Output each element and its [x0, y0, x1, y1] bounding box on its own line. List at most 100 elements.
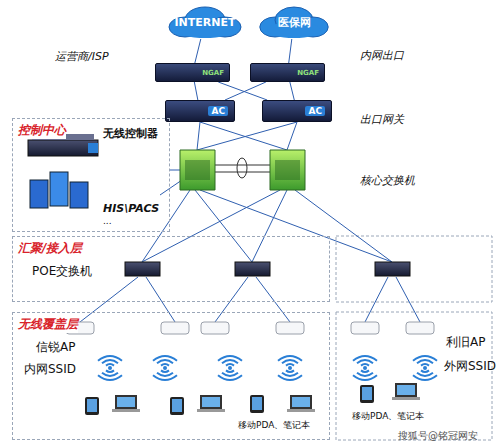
illustration-part — [336, 236, 492, 302]
illustration-part — [200, 190, 392, 262]
device-label: 信锐AP — [36, 339, 75, 356]
illustration-part — [125, 262, 410, 276]
wifi-wave — [361, 370, 369, 372]
connector — [289, 39, 292, 63]
tablet-screen — [362, 387, 372, 400]
firewall-device: NGAF — [250, 63, 325, 82]
illustration-part — [195, 190, 252, 262]
laptop-screen — [397, 385, 415, 395]
device-label: 利旧AP — [446, 334, 485, 351]
illustration-part — [66, 322, 434, 334]
node-label: NGAF — [202, 69, 224, 77]
device-label: ... — [103, 216, 112, 226]
illustration-part — [125, 262, 160, 276]
laptop-base — [287, 409, 315, 412]
gateway-device: AC — [165, 100, 235, 122]
illustration-part — [237, 158, 247, 178]
cloud-body — [260, 7, 328, 38]
laptop-base — [112, 409, 140, 412]
wifi-wave — [102, 360, 118, 363]
wifi-wave — [413, 375, 437, 380]
side-label: 内网出口 — [360, 48, 404, 63]
illustration-part — [365, 277, 388, 322]
laptop-lid — [115, 395, 137, 409]
tablet-screen — [252, 397, 262, 410]
wifi-wave — [417, 360, 433, 363]
illustration-part — [215, 277, 248, 322]
illustration-part — [295, 190, 392, 262]
wifi-wave — [286, 370, 294, 372]
illustration-part — [351, 322, 379, 334]
illustration-part — [215, 172, 270, 173]
gateway-device: AC — [262, 100, 332, 122]
illustration-part — [235, 262, 270, 276]
wifi-wave — [102, 373, 118, 376]
wifi-wave — [157, 360, 173, 363]
illustration-part — [170, 170, 180, 171]
node-label: NGAF — [297, 69, 319, 77]
connector — [290, 82, 294, 100]
illustration-part — [180, 150, 215, 190]
illustration-part — [201, 322, 229, 334]
illustration-part — [197, 122, 297, 150]
node-label: AC — [208, 106, 228, 116]
laptop-screen — [117, 397, 135, 407]
wifi-wave — [222, 373, 238, 376]
wifi-dot — [228, 366, 232, 370]
wifi-wave — [226, 364, 234, 366]
device-label: HIS\PACS — [103, 202, 159, 215]
illustration-part — [85, 383, 420, 415]
laptop-lid — [395, 383, 417, 397]
wifi-wave — [98, 356, 122, 361]
illustration-part — [336, 312, 492, 440]
wifi-wave — [161, 364, 169, 366]
wifi-wave — [161, 370, 169, 372]
illustration-part — [50, 172, 68, 206]
cloud: 医保网 — [256, 5, 332, 39]
wifi-wave — [153, 375, 177, 380]
connector — [225, 82, 266, 100]
wifi-wave — [218, 356, 242, 361]
laptop-base — [197, 409, 225, 412]
illustration-part — [142, 190, 280, 262]
cloud-body — [169, 7, 241, 38]
laptop-lid — [200, 395, 222, 409]
wifi-dot — [163, 366, 167, 370]
wifi-dot — [288, 366, 292, 370]
illustration-part — [88, 143, 98, 153]
illustration-part — [396, 277, 420, 322]
illustration-part — [180, 150, 305, 190]
illustration-part — [215, 165, 270, 166]
illustration-part — [197, 122, 200, 150]
laptop-screen — [292, 397, 310, 407]
wifi-wave — [106, 364, 114, 366]
wifi-wave — [218, 375, 242, 380]
laptop-lid — [290, 395, 312, 409]
illustration-part — [161, 322, 189, 334]
connector — [195, 39, 201, 63]
wifi-wave — [98, 375, 122, 380]
wifi-wave — [353, 375, 377, 380]
region-heading: 控制中心 — [18, 122, 66, 139]
illustration-part — [185, 160, 210, 180]
illustration-part — [160, 180, 182, 195]
illustration-part — [142, 190, 190, 262]
illustration-part — [276, 322, 304, 334]
illustration-part — [256, 277, 290, 322]
illustration-part — [287, 122, 297, 150]
side-label: 核心交换机 — [360, 173, 415, 188]
side-label: 运营商/ISP — [55, 49, 109, 64]
cloud: INTERNET — [165, 5, 245, 39]
wifi-wave — [353, 356, 377, 361]
device-label: 移动PDA、笔记本 — [352, 410, 424, 423]
laptop-screen — [202, 397, 220, 407]
device-label: 外网SSID — [444, 358, 496, 375]
wifi-wave — [413, 356, 437, 361]
firewall-device: NGAF — [155, 63, 230, 82]
device-label: POE交换机 — [32, 263, 92, 280]
tablet — [170, 397, 184, 415]
wifi-wave — [106, 370, 114, 372]
tablet — [85, 397, 99, 415]
side-label: 出口网关 — [360, 112, 404, 127]
region-heading: 无线覆盖层 — [18, 316, 78, 333]
